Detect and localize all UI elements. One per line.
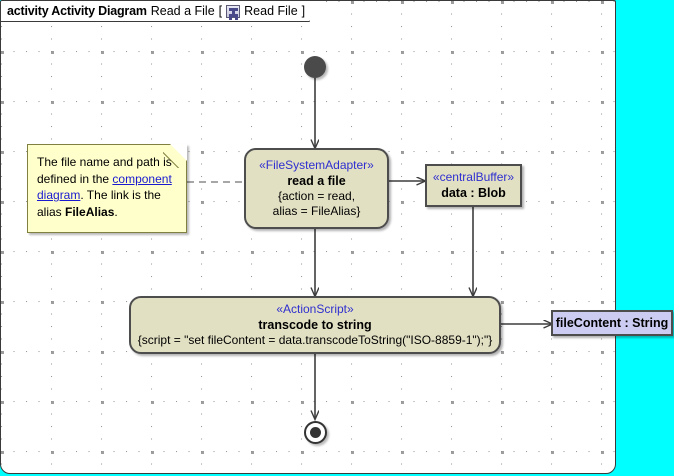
object-node-central-buffer[interactable]: «centralBuffer» data : Blob — [425, 164, 522, 207]
action-read-a-file[interactable]: «FileSystemAdapter» read a file {action … — [244, 148, 389, 229]
action-transcode-to-string[interactable]: «ActionScript» transcode to string {scri… — [129, 296, 501, 354]
action-name-transcode: transcode to string — [258, 318, 372, 332]
activity-diagram-frame[interactable]: activity Activity Diagram Read a File [ … — [0, 0, 616, 474]
action-prop-line-1: {action = read, — [277, 189, 356, 203]
diagram-title-tab[interactable]: activity Activity Diagram Read a File [ … — [1, 1, 320, 22]
stereotype-filesystemadapter: «FileSystemAdapter» — [259, 158, 374, 172]
note-bold-alias: FileAlias — [65, 204, 115, 219]
object-name-data-blob: data : Blob — [441, 186, 506, 200]
action-script-property: {script = "set fileContent = data.transc… — [137, 333, 493, 347]
diagram-ref-name: Read File — [244, 4, 298, 18]
note-fold-line — [163, 144, 187, 168]
action-prop-line-2: alias = FileAlias} — [272, 204, 361, 218]
stereotype-actionscript: «ActionScript» — [276, 302, 354, 316]
note-comment[interactable]: The file name and path is defined in the… — [27, 144, 187, 233]
diagram-name: Read a File — [150, 4, 215, 18]
activity-frame-icon — [226, 4, 241, 18]
stereotype-centralbuffer: «centralBuffer» — [432, 170, 515, 184]
bracket-close: ] — [301, 4, 306, 18]
bracket-open: [ — [218, 4, 223, 18]
object-node-file-content[interactable]: fileContent : String — [551, 310, 673, 336]
initial-node[interactable] — [304, 56, 326, 78]
note-text-3: . — [114, 204, 118, 219]
action-name-read-a-file: read a file — [287, 174, 346, 188]
diagram-keyword: activity Activity Diagram — [7, 4, 147, 18]
object-name-filecontent-string: fileContent : String — [555, 316, 669, 330]
final-node[interactable] — [304, 421, 327, 444]
